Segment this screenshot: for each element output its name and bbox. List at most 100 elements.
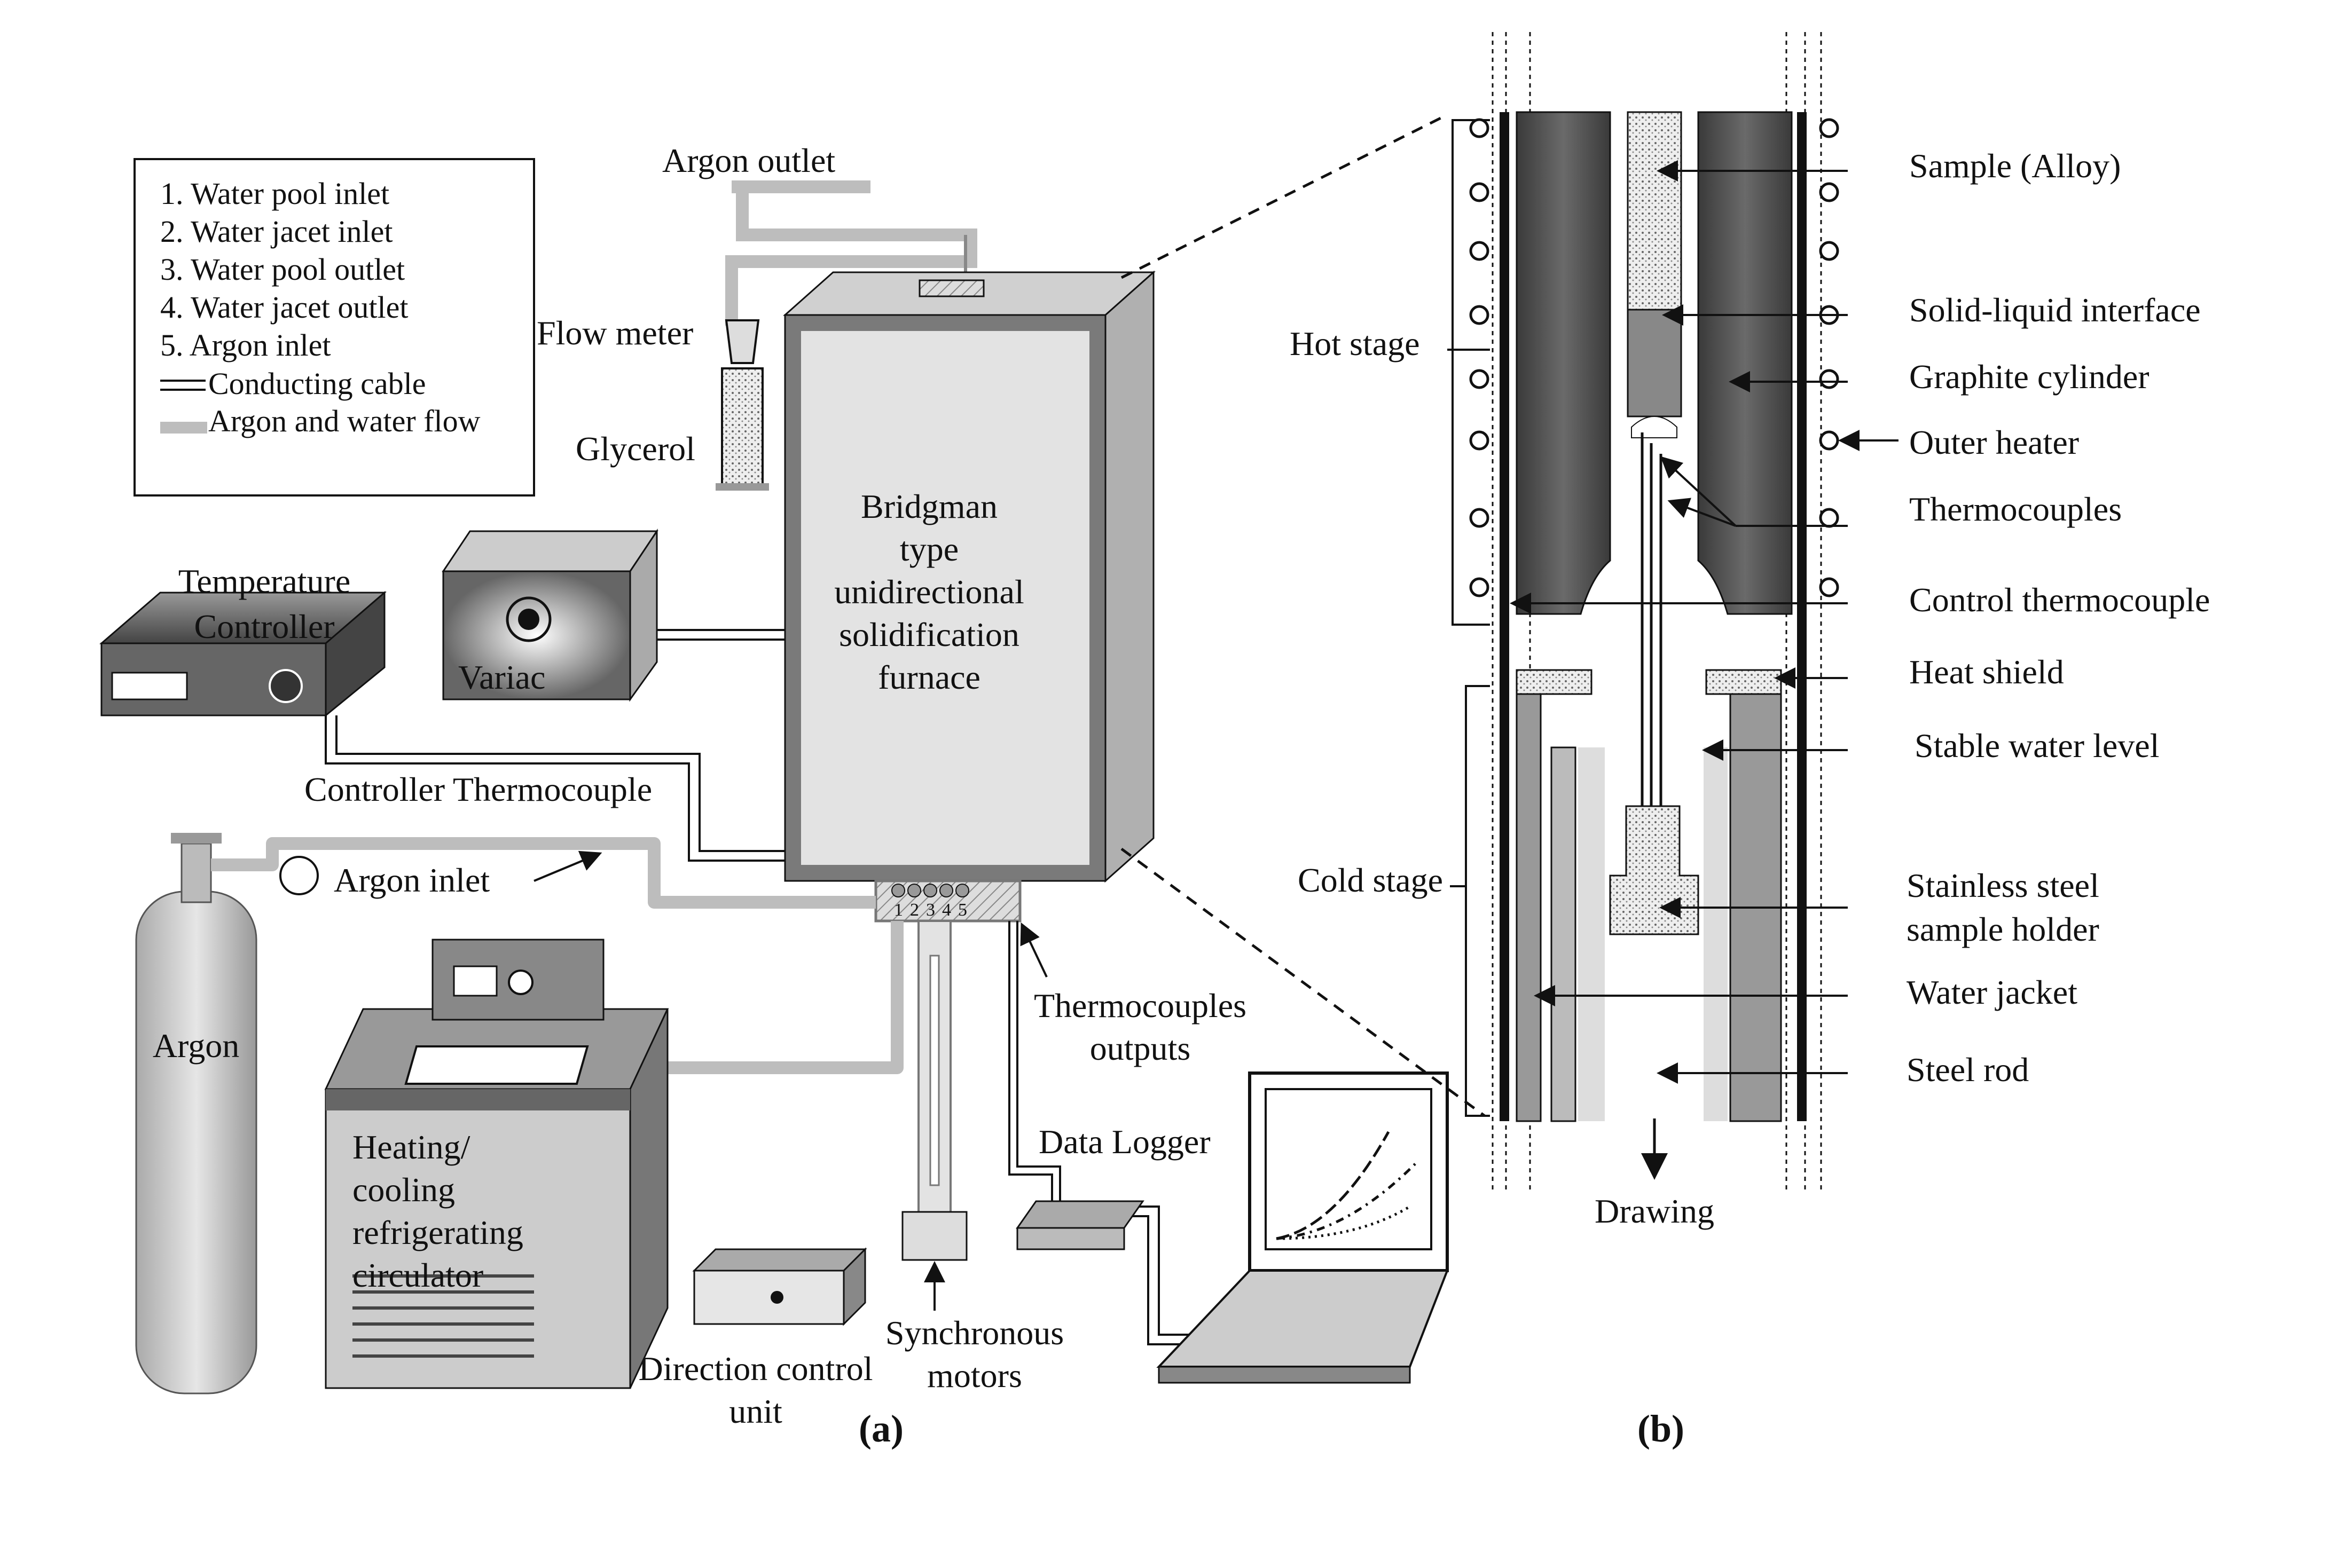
argon-tank xyxy=(135,833,319,1394)
label-sample: Sample (Alloy) xyxy=(1909,147,2121,185)
temperature-controller xyxy=(99,590,387,718)
thermocouples-outputs-label: Thermocouples xyxy=(1034,987,1246,1025)
label-outer-heater: Outer heater xyxy=(1909,423,2079,461)
controller-thermocouple-label: Controller Thermocouple xyxy=(304,770,652,808)
synchronous-motors-label: motors xyxy=(927,1357,1022,1394)
water-jacket-left xyxy=(1516,693,1542,1122)
caption-b: (b) xyxy=(1637,1407,1684,1450)
temperature-controller-label: Controller xyxy=(194,608,334,645)
flow-symbol xyxy=(160,422,207,434)
flow-meter-label: Flow meter xyxy=(537,314,693,352)
conducting-cables xyxy=(325,629,1196,1345)
argon-flow-pipes xyxy=(211,837,904,1074)
drawing-label: Drawing xyxy=(1595,1192,1714,1230)
furnace-label-line: type xyxy=(900,530,959,568)
legend-item: 1. Water pool inlet xyxy=(160,176,389,211)
furnace-top-port xyxy=(919,279,985,297)
port-number: 4 xyxy=(942,900,951,920)
port-number: 5 xyxy=(958,900,967,920)
label-sample-holder: sample holder xyxy=(1907,910,2099,948)
temperature-controller-label: Temperature xyxy=(178,562,350,600)
argon-outlet-pipe xyxy=(725,180,977,326)
furnace-label-line: unidirectional xyxy=(834,573,1024,611)
port-number: 3 xyxy=(926,900,935,920)
outer-wall-right xyxy=(1797,112,1807,1121)
outer-wall-left xyxy=(1500,112,1509,1121)
legend-item: 5. Argon inlet xyxy=(160,328,331,363)
furnace-label-line: solidification xyxy=(839,616,1019,653)
graphite-cylinder-right xyxy=(1697,111,1793,615)
outer-heater-coils xyxy=(1469,118,1839,597)
heat-shield-right xyxy=(1705,669,1782,695)
data-logger-label: Data Logger xyxy=(1039,1123,1211,1161)
label-interface: Solid-liquid interface xyxy=(1909,291,2201,329)
circulator-label: circulator xyxy=(352,1256,483,1294)
legend-item: 2. Water jacet inlet xyxy=(160,214,393,249)
data-logger xyxy=(1016,1200,1144,1250)
port-block: 1 2 3 4 5 xyxy=(874,879,1022,923)
label-graphite: Graphite cylinder xyxy=(1909,358,2149,396)
argon-inlet-label: Argon inlet xyxy=(334,861,490,899)
legend: 1. Water pool inlet 2. Water jacet inlet… xyxy=(134,158,535,497)
synchronous-motors-label: Synchronous xyxy=(885,1314,1064,1352)
heat-shield-left xyxy=(1516,669,1592,695)
panel-b-assembly xyxy=(1452,32,1839,1191)
synchronous-motor xyxy=(901,1211,968,1261)
hot-stage-bracket xyxy=(1452,119,1490,626)
argon-tank-label: Argon xyxy=(153,1027,239,1065)
solid-liquid-interface xyxy=(1627,309,1682,417)
furnace-label-line: Bridgman xyxy=(861,487,998,525)
legend-cable-label: Conducting cable xyxy=(208,366,426,401)
cold-stage-bracket xyxy=(1465,685,1490,1117)
legend-box xyxy=(134,158,535,497)
circulator-label: Heating/ xyxy=(352,1128,470,1166)
direction-control-label: unit xyxy=(729,1392,782,1430)
thermocouples-outputs-label: outputs xyxy=(1090,1029,1190,1067)
label-thermocouples: Thermocouples xyxy=(1909,490,2122,528)
legend-item: 3. Water pool outlet xyxy=(160,252,405,287)
direction-control-label: Direction control xyxy=(639,1350,873,1388)
flow-meter xyxy=(716,319,769,491)
controller-knob xyxy=(269,669,303,703)
circulator xyxy=(324,939,669,1389)
port-number: 2 xyxy=(910,900,919,920)
pressure-gauge-icon xyxy=(279,856,319,895)
thermocouple-output-arrow xyxy=(1020,922,1048,978)
variac xyxy=(442,529,658,702)
label-sample-holder: Stainless steel xyxy=(1907,866,2099,904)
panel-b-labels: Sample (Alloy) Solid-liquid interface Gr… xyxy=(1907,147,2210,1089)
controller-display xyxy=(111,672,188,700)
legend-item: 4. Water jacet outlet xyxy=(160,290,409,325)
laptop-icon xyxy=(1156,1071,1449,1384)
port-circles xyxy=(891,884,969,897)
label-steel-rod: Steel rod xyxy=(1907,1051,2029,1089)
hot-stage-label: Hot stage xyxy=(1290,325,1420,363)
sample-alloy xyxy=(1627,111,1682,311)
caption-a: (a) xyxy=(859,1407,904,1450)
graphite-cylinder-left xyxy=(1516,111,1611,615)
argon-inlet-arrow xyxy=(534,850,602,882)
direction-control-unit xyxy=(692,1247,867,1326)
label-water-jacket: Water jacket xyxy=(1907,973,2077,1011)
zoom-line xyxy=(1120,116,1443,279)
label-control-thermocouple: Control thermocouple xyxy=(1909,581,2210,619)
drawing-rod xyxy=(901,920,968,1311)
variac-label: Variac xyxy=(458,658,545,696)
label-water-level: Stable water level xyxy=(1915,727,2159,765)
panel-b-leader-lines xyxy=(1447,160,1898,1084)
argon-outlet-label: Argon outlet xyxy=(662,141,835,179)
variac-dial xyxy=(506,596,552,642)
label-heat-shield: Heat shield xyxy=(1909,653,2064,691)
sample-holder xyxy=(1609,805,1699,935)
glycerol-vessel xyxy=(721,367,764,487)
circulator-label: refrigerating xyxy=(352,1214,523,1251)
legend-flow-label: Argon and water flow xyxy=(208,404,481,438)
port-number: 1 xyxy=(894,900,903,920)
circulator-label: cooling xyxy=(352,1171,455,1209)
cold-stage-label: Cold stage xyxy=(1298,861,1443,899)
glycerol-label: Glycerol xyxy=(576,430,695,468)
furnace-label-line: furnace xyxy=(878,658,980,696)
zoom-line xyxy=(1120,847,1486,1117)
furnace: Bridgman type unidirectional solidificat… xyxy=(783,270,1156,883)
